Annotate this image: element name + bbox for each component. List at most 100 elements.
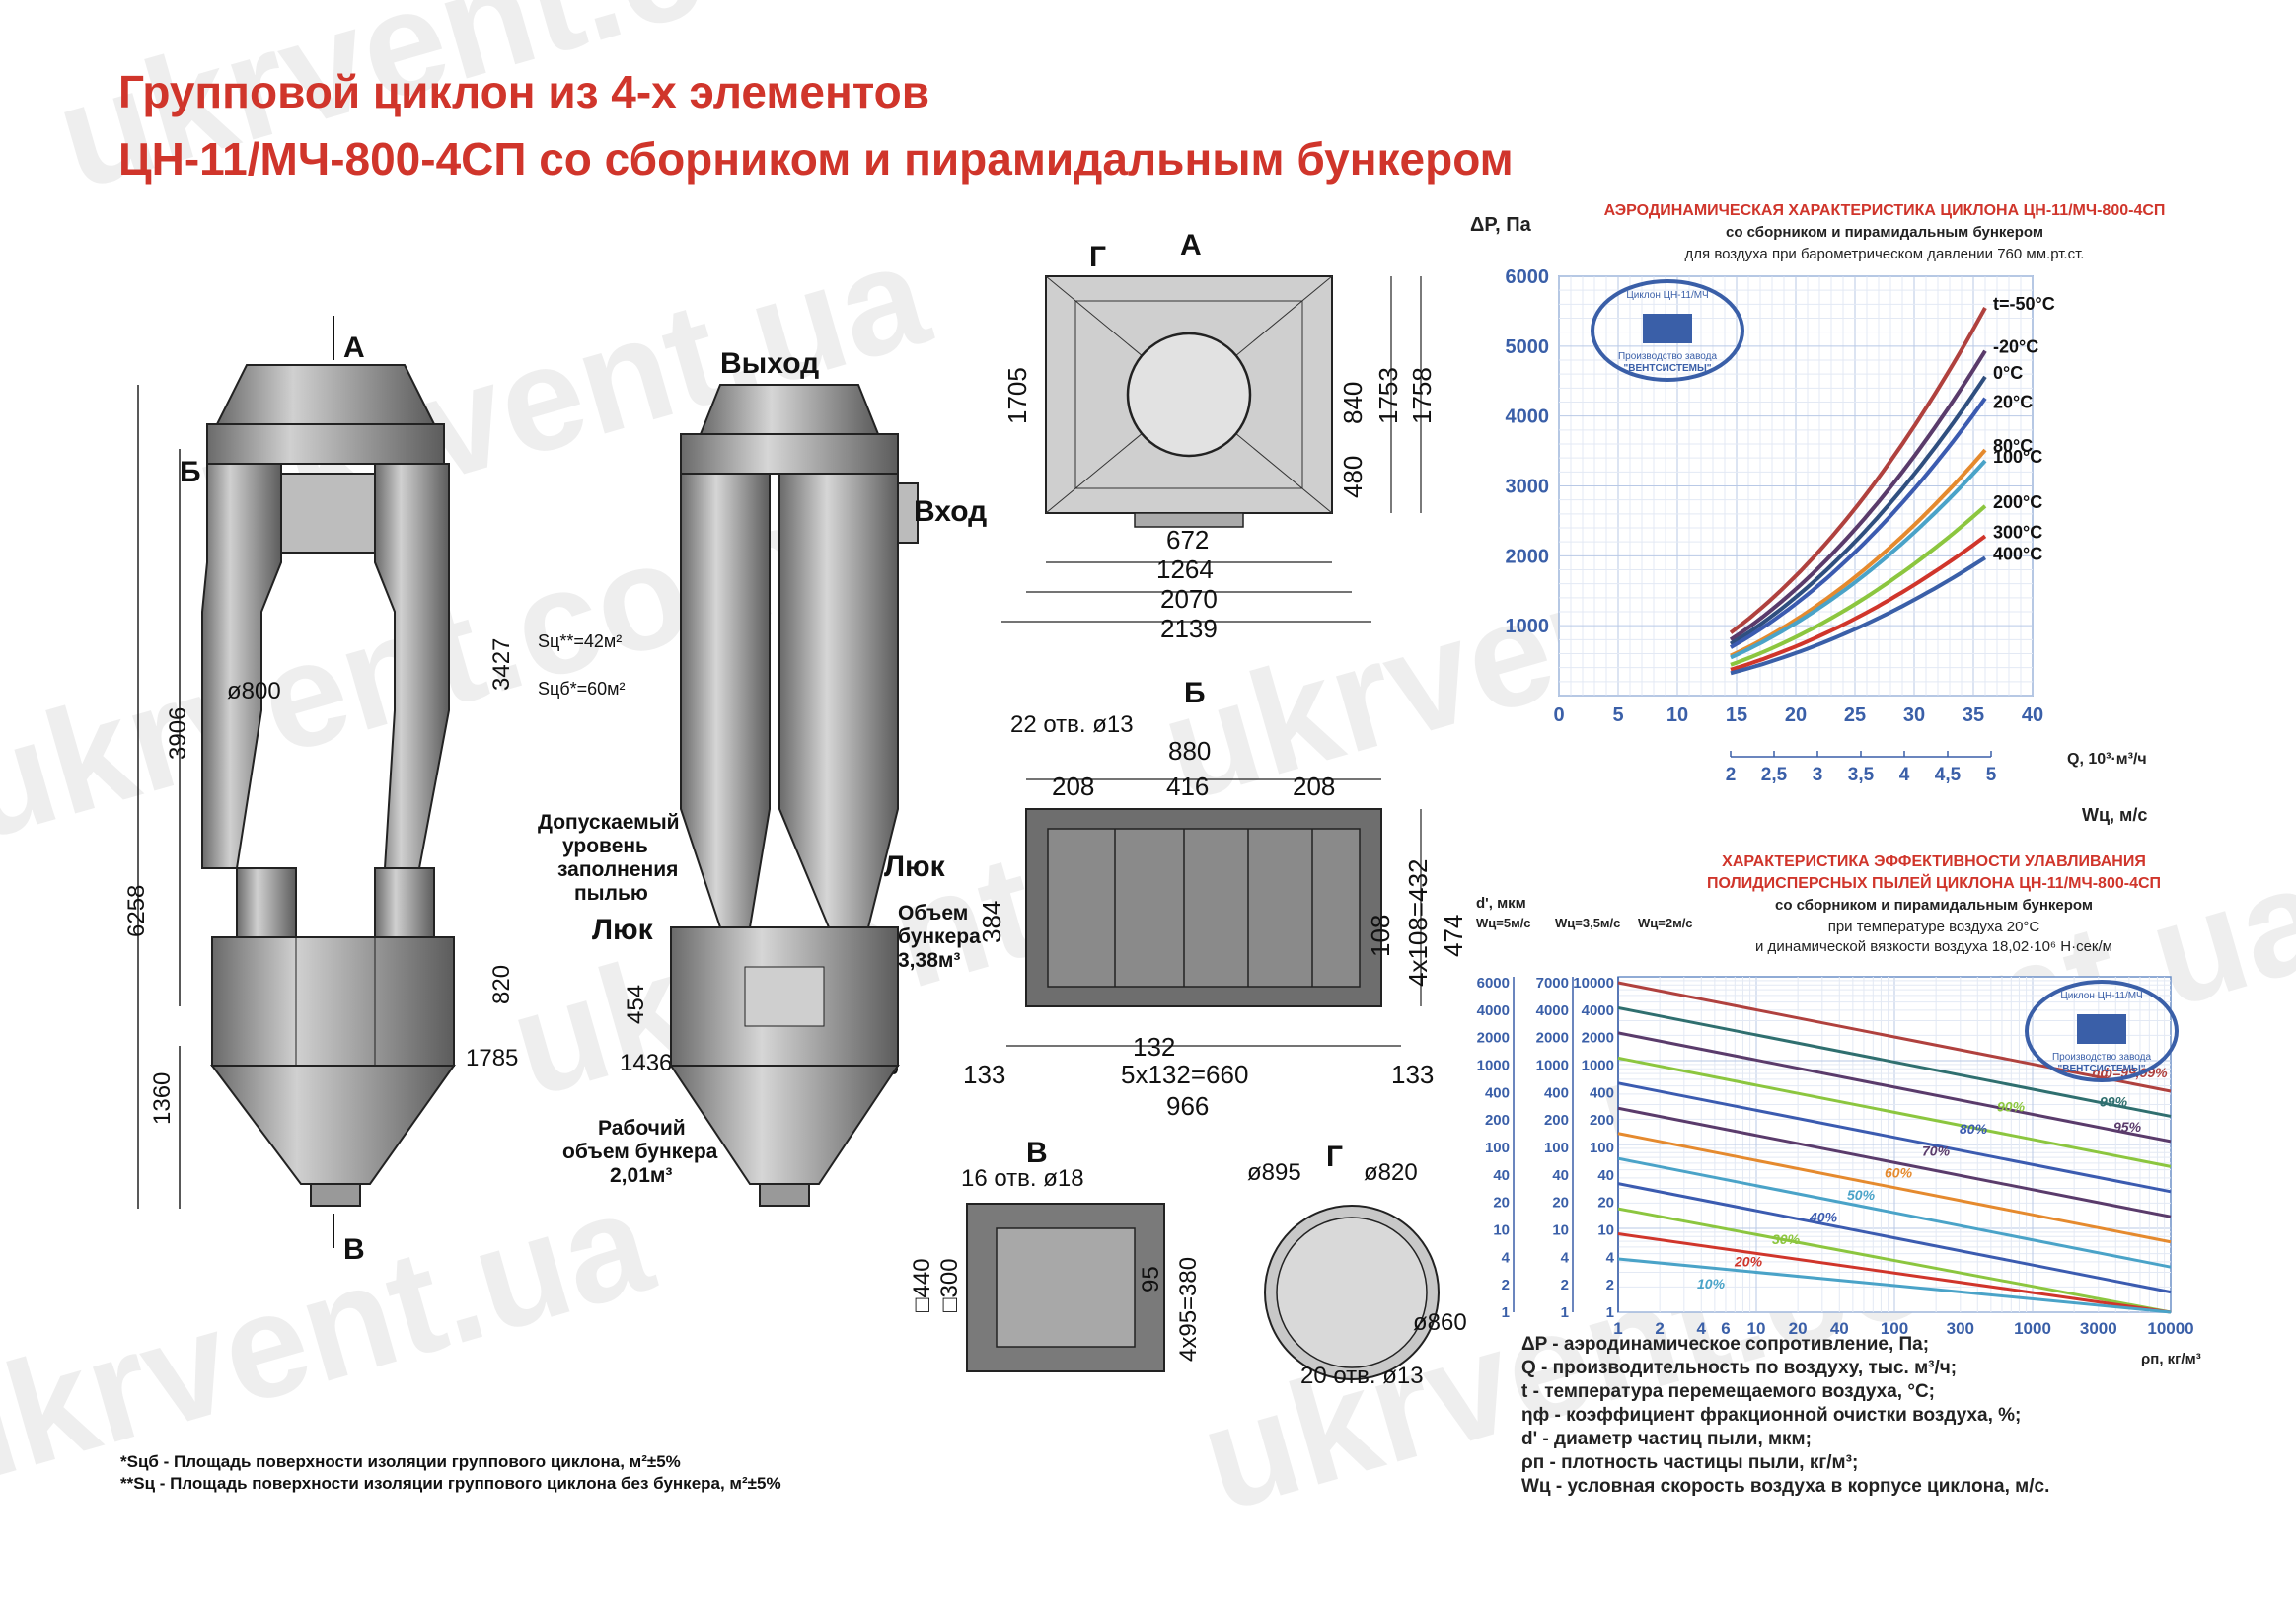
eff-ylabel-4: Wц=2м/с	[1638, 916, 1693, 930]
eff-y-tick: 100	[1544, 1140, 1569, 1156]
aero-series-label: 80°С	[1993, 436, 2033, 456]
eff-series-line	[1617, 1182, 2172, 1294]
aero-title-3: для воздуха при барометрическом давлении…	[1685, 246, 2085, 262]
eff-series-label: 70%	[1922, 1143, 1951, 1158]
dim-d895: ø895	[1247, 1159, 1301, 1186]
eff-y-tick: 40	[1597, 1167, 1614, 1184]
eff-y-tick: 40	[1493, 1167, 1510, 1184]
label-sc: Sц**=42м²	[538, 631, 622, 651]
eff-x-tick: 2	[1655, 1319, 1664, 1338]
legend-line: Q - производительность по воздуху, тыс. …	[1521, 1358, 1958, 1378]
svg-text:"ВЕНТСИСТЕМЫ": "ВЕНТСИСТЕМЫ"	[2058, 1064, 2146, 1074]
eff-y-tick: 1	[1561, 1304, 1569, 1321]
eff-series-label: 30%	[1772, 1231, 1801, 1247]
dim-133-left: 133	[963, 1060, 1005, 1089]
aero-series-line	[1729, 307, 1987, 634]
aero-series-label: 400°С	[1993, 544, 2042, 563]
svg-text:Производство завода: Производство завода	[1618, 351, 1718, 362]
manufacturer-stamp: Циклон ЦН-11/МЧ Производство завода "ВЕН…	[2025, 980, 2179, 1082]
aero-x-tick: 0	[1553, 704, 1564, 726]
aero-series-line	[1729, 397, 1987, 649]
aero-series-label: -20°С	[1993, 337, 2038, 357]
eff-series-label: 99%	[2100, 1093, 2128, 1109]
aero-series-label: 100°С	[1993, 447, 2042, 467]
eff-y-tick: 4000	[1582, 1002, 1614, 1019]
aero-series-line	[1730, 534, 1987, 672]
legend-line: ΔP - аэродинамическое сопротивление, Па;	[1521, 1334, 1930, 1355]
aero-x-tick: 25	[1844, 704, 1866, 726]
eff-y-tick: 7000	[1536, 975, 1569, 992]
view-g-title: Г	[1326, 1141, 1343, 1173]
legend-line: Wц - условная скорость воздуха в корпусе…	[1521, 1476, 2050, 1497]
eff-y-tick: 2	[1502, 1277, 1510, 1293]
aero-series-label: 0°С	[1993, 363, 2023, 383]
eff-y-tick: 4	[1502, 1249, 1511, 1266]
legend-line: d' - диаметр частиц пыли, мкм;	[1521, 1429, 1812, 1449]
dim-454: 454	[623, 985, 649, 1024]
eff-y-tick: 40	[1552, 1167, 1569, 1184]
dim-22-holes: 22 отв. ø13	[1010, 711, 1134, 738]
aero-y-tick: 3000	[1506, 477, 1550, 498]
eff-y-tick: 400	[1485, 1084, 1510, 1101]
aero-x-tick: 40	[2022, 704, 2043, 726]
eff-ylabel-2: Wц=5м/с	[1476, 916, 1531, 930]
eff-title-3: со сборником и пирамидальным бункером	[1775, 897, 2093, 914]
eff-series-line	[1617, 1156, 2172, 1269]
eff-series-label: 40%	[1809, 1210, 1838, 1225]
eff-series-label: 20%	[1734, 1254, 1763, 1270]
eff-y-tick: 2000	[1582, 1030, 1614, 1047]
eff-y-tick: 1000	[1582, 1058, 1614, 1074]
aero-y-tick: 6000	[1506, 266, 1550, 288]
eff-y-tick: 4000	[1536, 1002, 1569, 1019]
eff-y-tick: 100	[1590, 1140, 1614, 1156]
eff-series-line	[1617, 1257, 2172, 1314]
eff-x-tick: 20	[1789, 1319, 1808, 1338]
eff-y-tick: 20	[1597, 1195, 1614, 1212]
eff-series-label: 80%	[1960, 1121, 1988, 1137]
aero-x2-tick: 2	[1726, 765, 1737, 785]
aero-series-line	[1730, 504, 1987, 667]
legend-line: ρп - плотность частицы пыли, кг/м³;	[1521, 1452, 1859, 1473]
eff-y-tick: 6000	[1477, 975, 1510, 992]
eff-y-tick: 20	[1552, 1195, 1569, 1212]
eff-y-tick: 10	[1597, 1222, 1614, 1239]
manufacturer-stamp: Циклон ЦН-11/МЧ Производство завода "ВЕН…	[1591, 279, 1744, 382]
eff-ylabel-3: Wц=3,5м/с	[1555, 916, 1620, 930]
eff-x-tick: 6	[1721, 1319, 1730, 1338]
eff-x-tick: 100	[1881, 1319, 1908, 1338]
aero-y-tick: 2000	[1506, 546, 1550, 567]
eff-series-label: 10%	[1697, 1276, 1726, 1292]
legend-line: t - температура перемещаемого воздуха, °…	[1521, 1381, 1936, 1402]
aero-x-tick: 30	[1903, 704, 1925, 726]
eff-series-label: 95%	[2113, 1119, 2142, 1135]
aero-x-tick: 20	[1785, 704, 1807, 726]
eff-x-tick: 10	[1747, 1319, 1766, 1338]
eff-y-tick: 4	[1606, 1249, 1615, 1266]
front-view-drawing	[137, 316, 456, 1248]
dim-384: 384	[977, 901, 1006, 943]
eff-y-tick: 100	[1485, 1140, 1510, 1156]
eff-y-tick: 2	[1561, 1277, 1569, 1293]
aero-x2-tick: 4,5	[1935, 765, 1962, 785]
eff-y-tick: 10000	[1573, 975, 1614, 992]
eff-y-tick: 2000	[1477, 1030, 1510, 1047]
aero-series-line	[1730, 555, 1987, 676]
eff-title-2: ПОЛИДИСПЕРСНЫХ ПЫЛЕЙ ЦИКЛОНА ЦН-11/МЧ-80…	[1707, 873, 2161, 892]
eff-chart: ХАРАКТЕРИСТИКА ЭФФЕКТИВНОСТИ УЛАВЛИВАНИЯ…	[1476, 853, 2201, 1367]
aero-x2-tick: 3,5	[1848, 765, 1875, 785]
view-v-title: В	[1026, 1137, 1048, 1169]
eff-x-tick: 1000	[2014, 1319, 2051, 1338]
label-level-1: Допускаемый	[538, 811, 680, 834]
eff-series-line	[1617, 1106, 2172, 1218]
eff-y-tick: 200	[1544, 1112, 1569, 1129]
view-g-drawing	[1264, 1205, 1440, 1380]
eff-series-line	[1617, 1005, 2172, 1118]
eff-y-tick: 1000	[1477, 1058, 1510, 1074]
eff-y-tick: 1	[1502, 1304, 1510, 1321]
aero-x2label: Wц, м/с	[2082, 805, 2147, 825]
eff-y-tick: 1	[1606, 1304, 1614, 1321]
label-scb: Sцб*=60м²	[538, 679, 626, 699]
eff-series-label: 60%	[1885, 1165, 1913, 1181]
aero-y-tick: 1000	[1506, 616, 1550, 637]
eff-y-tick: 400	[1544, 1084, 1569, 1101]
